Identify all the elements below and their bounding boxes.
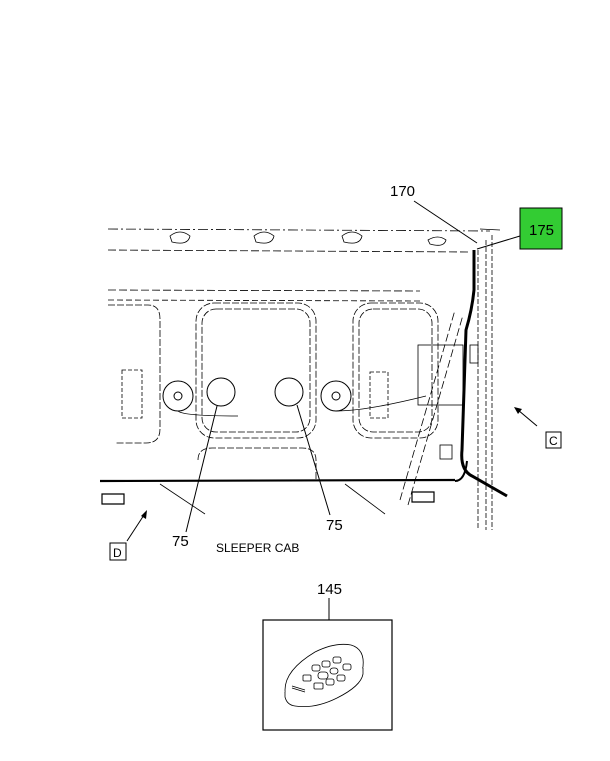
- arrow-head-icon: [514, 407, 522, 414]
- arrow-head-icon: [141, 510, 147, 519]
- view-c-label: C: [549, 434, 558, 448]
- view-c-arrow: [517, 409, 538, 427]
- view-c-box: [545, 431, 562, 449]
- speaker-75-right[interactable]: [274, 377, 304, 407]
- callout-75-left[interactable]: 75: [172, 533, 189, 550]
- leader-75-right: [296, 404, 331, 516]
- sleeper-cab-panel: [99, 228, 501, 530]
- leader-75-left: [185, 405, 218, 533]
- view-d-box: [109, 542, 127, 561]
- callout-145[interactable]: 145: [317, 581, 342, 598]
- highlight-box-175[interactable]: [519, 207, 563, 250]
- speakers: [162, 377, 427, 417]
- remote-control-icon[interactable]: [284, 643, 364, 708]
- caption-sleeper-cab: SLEEPER CAB: [216, 541, 299, 555]
- view-d-arrow: [126, 514, 145, 542]
- view-d-label: D: [113, 546, 122, 560]
- callout-75-right[interactable]: 75: [326, 517, 343, 534]
- wiring-harness[interactable]: [460, 250, 508, 498]
- callout-170[interactable]: 170: [390, 183, 415, 200]
- speaker-75-left[interactable]: [206, 377, 236, 407]
- callout-175[interactable]: 175: [529, 222, 554, 239]
- leader-170: [413, 200, 478, 244]
- leader-175: [476, 235, 521, 250]
